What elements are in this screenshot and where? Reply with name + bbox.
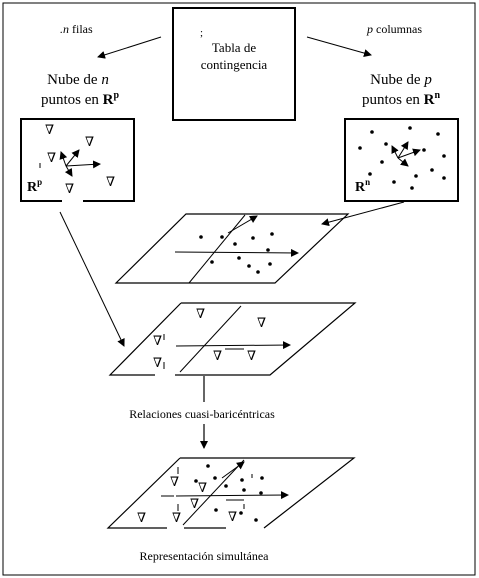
simultaneous-label: Representación simultánea [140,549,270,563]
svg-text:∇: ∇ [106,174,115,189]
svg-text:∇: ∇ [196,306,205,321]
arrow-to-columns [306,36,372,57]
right-cloud-title-line2: puntos en Rn [362,90,441,108]
table-mark: ; [200,27,203,39]
plane-columns [114,213,350,284]
svg-text:∇: ∇ [190,496,199,511]
svg-text:∇: ∇ [257,315,266,330]
arrow-left-to-plane2 [59,211,125,347]
svg-text:∇: ∇ [228,509,237,524]
plane-rows: ∇ ∇ ∇ ∇ ∇ ∇ [108,302,357,376]
svg-text:Rp: Rp [27,177,42,195]
left-cloud-title-line2: puntos en Rp [41,90,120,108]
plane-simultaneous: ∇ ∇ ∇ ∇ ∇ ∇ [106,457,356,529]
svg-text:∇: ∇ [47,150,56,165]
svg-text:∇: ∇ [153,333,162,348]
svg-text:∇: ∇ [247,348,256,363]
right-cloud-box: Rn [344,118,459,202]
arrow-to-rows [97,36,162,59]
contingency-table-box [172,7,296,121]
quasi-barycentric-label: Relaciones cuasi-baricéntricas [129,407,275,421]
svg-text:∇: ∇ [153,355,162,370]
left-cloud-box: ∇ ∇ ∇ ∇ ∇ Rp [20,118,135,202]
svg-text:∇: ∇ [45,122,54,137]
svg-text:Rn: Rn [355,177,370,195]
right-cloud-title-line1: Nube de p [370,72,432,88]
svg-text:∇: ∇ [137,510,146,525]
rows-label: .n filas [60,22,93,36]
svg-text:∇: ∇ [85,134,94,149]
svg-text:∇: ∇ [170,474,179,489]
svg-text:∇: ∇ [213,348,222,363]
svg-text:∇: ∇ [65,181,74,196]
svg-text:∇: ∇ [172,510,181,525]
table-title-line2: contingencia [201,57,268,72]
table-title-line1: Tabla de [212,40,256,55]
columns-label: p columnas [366,22,422,36]
left-cloud-title-line1: Nube de n [47,72,109,88]
arrow-right-to-plane1 [321,201,405,227]
svg-text:∇: ∇ [198,480,207,495]
